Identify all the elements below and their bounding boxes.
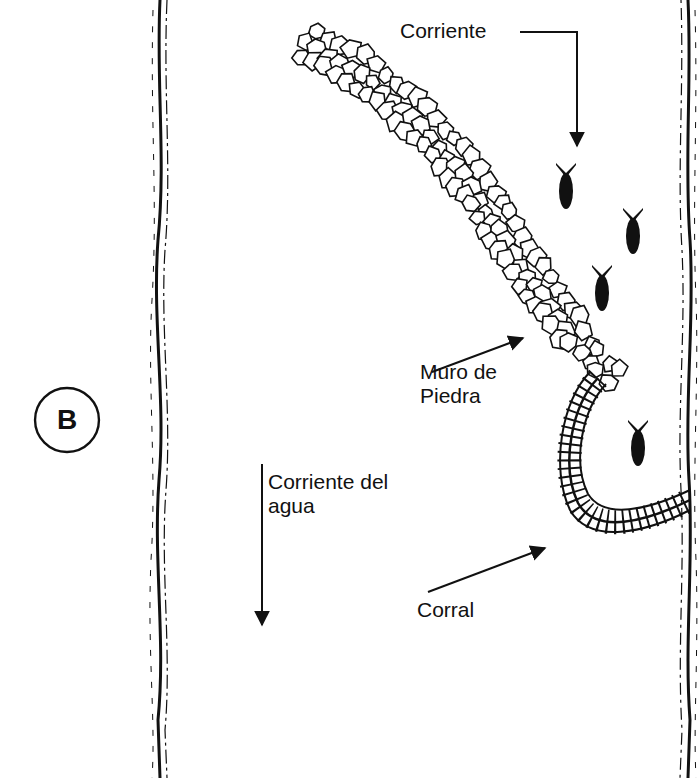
stone-wall: [292, 23, 628, 391]
fish: [556, 163, 648, 466]
wall-label: Muro de Piedra: [420, 360, 530, 408]
river-bank: [680, 0, 697, 778]
current-label: Corriente: [400, 19, 486, 43]
river-bank: [150, 0, 168, 778]
corral-fence: [560, 372, 690, 532]
label-circle: B: [33, 386, 101, 454]
corral-label: Corral: [417, 598, 474, 622]
stone: [462, 195, 481, 211]
stone: [612, 359, 628, 376]
stone: [590, 341, 604, 358]
current-arrow: [262, 32, 577, 625]
water-current-label: Corriente del agua: [268, 470, 403, 518]
circle-letter: B: [57, 404, 77, 436]
stone: [543, 270, 559, 284]
